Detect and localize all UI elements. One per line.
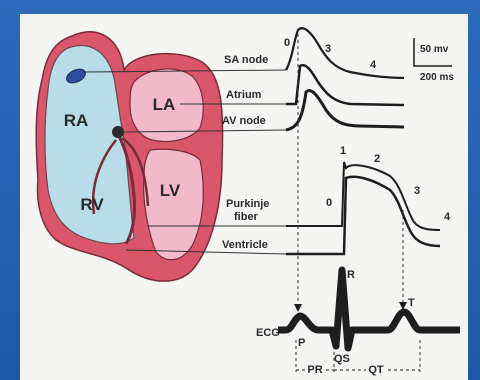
heart-illustration: RA LA RV LV [36, 32, 222, 281]
phase-labels: 0 3 4 1 2 0 3 4 [284, 37, 451, 223]
phase-sa-4: 4 [370, 59, 377, 71]
label-rv: RV [80, 195, 104, 214]
wave-t: T [408, 297, 415, 309]
action-potential-traces [286, 28, 440, 254]
interval-brackets: PR QT [296, 362, 420, 376]
wave-r: R [347, 269, 355, 281]
phase-purkinje-0: 0 [326, 197, 332, 209]
label-sa-node: SA node [224, 54, 268, 66]
label-atrium: Atrium [226, 89, 262, 101]
interval-qt: QT [368, 364, 384, 376]
scale-bar: 50 mv 200 ms [414, 38, 454, 83]
trace-sa-node [286, 28, 404, 78]
phase-purkinje-4: 4 [444, 211, 451, 223]
label-av-node: AV node [222, 115, 266, 127]
label-ecg: ECG [256, 327, 280, 339]
label-ventricle: Ventricle [222, 239, 268, 251]
interval-pr: PR [307, 364, 322, 376]
wave-p: P [298, 337, 305, 349]
phase-purkinje-2: 2 [374, 153, 380, 165]
scale-voltage: 50 mv [420, 44, 449, 55]
scale-time: 200 ms [420, 72, 454, 83]
wave-qs: QS [334, 353, 350, 365]
phase-sa-0: 0 [284, 37, 290, 49]
trace-av-node [286, 91, 404, 130]
label-la: LA [153, 95, 176, 114]
av-node [112, 126, 124, 138]
label-lv: LV [160, 181, 181, 200]
label-purkinje-line1: Purkinje [226, 198, 269, 210]
label-purkinje-line2: fiber [234, 211, 259, 223]
arrowhead-p [294, 304, 302, 312]
trace-labels: SA node Atrium AV node Purkinje fiber Ve… [222, 54, 280, 339]
label-ra: RA [64, 111, 89, 130]
phase-sa-3: 3 [325, 43, 331, 55]
phase-purkinje-1: 1 [340, 145, 346, 157]
guide-arrowheads [294, 302, 407, 312]
phase-purkinje-3: 3 [414, 185, 420, 197]
dashed-guides [296, 34, 420, 372]
